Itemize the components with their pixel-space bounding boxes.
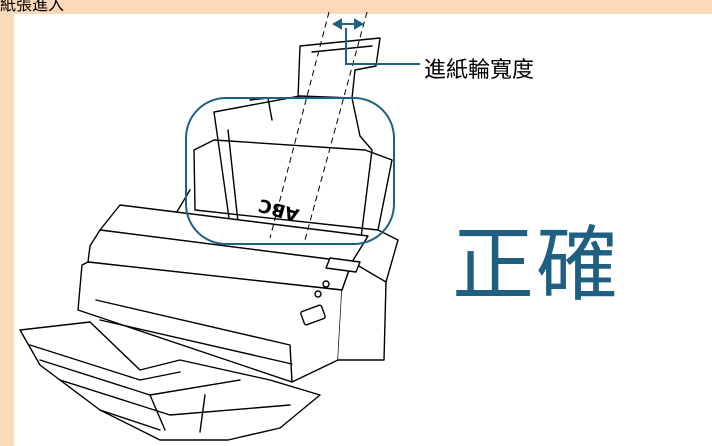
roller-highlight bbox=[185, 97, 395, 245]
roller-guide-left bbox=[269, 11, 330, 239]
feed-roller-width-label: 進紙輪寬度 bbox=[424, 58, 535, 83]
top-caption: 紙張進入 bbox=[0, 0, 65, 14]
scan-button bbox=[300, 304, 326, 326]
width-arrow bbox=[331, 18, 365, 30]
callout-leader bbox=[345, 28, 420, 65]
correct-label: 正確 bbox=[452, 218, 621, 313]
chute bbox=[193, 139, 393, 231]
indicator-light bbox=[314, 290, 322, 298]
